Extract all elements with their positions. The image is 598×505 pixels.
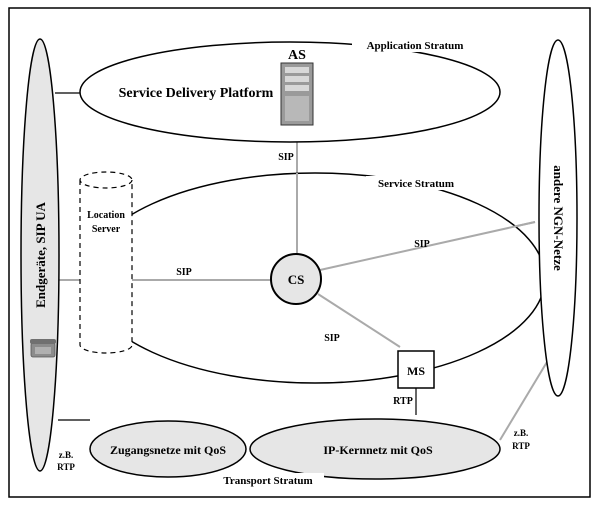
line-cs-ms-inner bbox=[317, 293, 401, 348]
ms-label: MS bbox=[407, 364, 425, 378]
server-icon bbox=[280, 62, 314, 126]
zugangsnetze-ellipse bbox=[89, 420, 247, 478]
sip-left-label: SIP bbox=[176, 267, 192, 278]
zb-left-label-2: RTP bbox=[57, 462, 75, 472]
ms-box bbox=[397, 350, 435, 389]
transport-stratum-label: Transport Stratum bbox=[223, 475, 312, 487]
sdp-label: Service Delivery Platform bbox=[119, 86, 274, 101]
andere-netze-ellipse bbox=[538, 39, 578, 397]
telephone-icon bbox=[30, 339, 56, 358]
sip-as-label: SIP bbox=[278, 152, 294, 163]
zugangsnetze-label: Zugangsnetze mit QoS bbox=[110, 443, 226, 457]
sip-right-label: SIP bbox=[414, 239, 430, 250]
ip-kernnetz-label: IP-Kernnetz mit QoS bbox=[323, 443, 433, 457]
cs-circle bbox=[270, 253, 322, 305]
line-cs-right-inner bbox=[319, 221, 536, 271]
rtp-ms-label: RTP bbox=[393, 396, 413, 407]
cs-label: CS bbox=[288, 272, 305, 287]
zb-right-label-2: RTP bbox=[512, 441, 530, 451]
location-server-label-1: Location bbox=[87, 210, 125, 221]
andere-netze-label: andere NGN-Netze bbox=[551, 165, 566, 271]
application-stratum-label: Application Stratum bbox=[367, 40, 464, 52]
sip-ms-label: SIP bbox=[324, 333, 340, 344]
ip-kernnetz-ellipse bbox=[249, 418, 501, 480]
location-server-label-2: Server bbox=[92, 224, 121, 235]
outer-frame bbox=[8, 7, 591, 498]
line-ipnetz-andere bbox=[499, 351, 554, 441]
as-label: AS bbox=[288, 48, 306, 63]
zb-left-label-1: z.B. bbox=[59, 450, 74, 460]
endgeraete-label: Endgeräte, SIP UA bbox=[33, 201, 48, 307]
endgeraete-ellipse bbox=[20, 38, 60, 472]
zb-right-label-1: z.B. bbox=[514, 428, 529, 438]
service-stratum-label: Service Stratum bbox=[378, 178, 454, 190]
location-server-cylinder bbox=[79, 171, 133, 354]
